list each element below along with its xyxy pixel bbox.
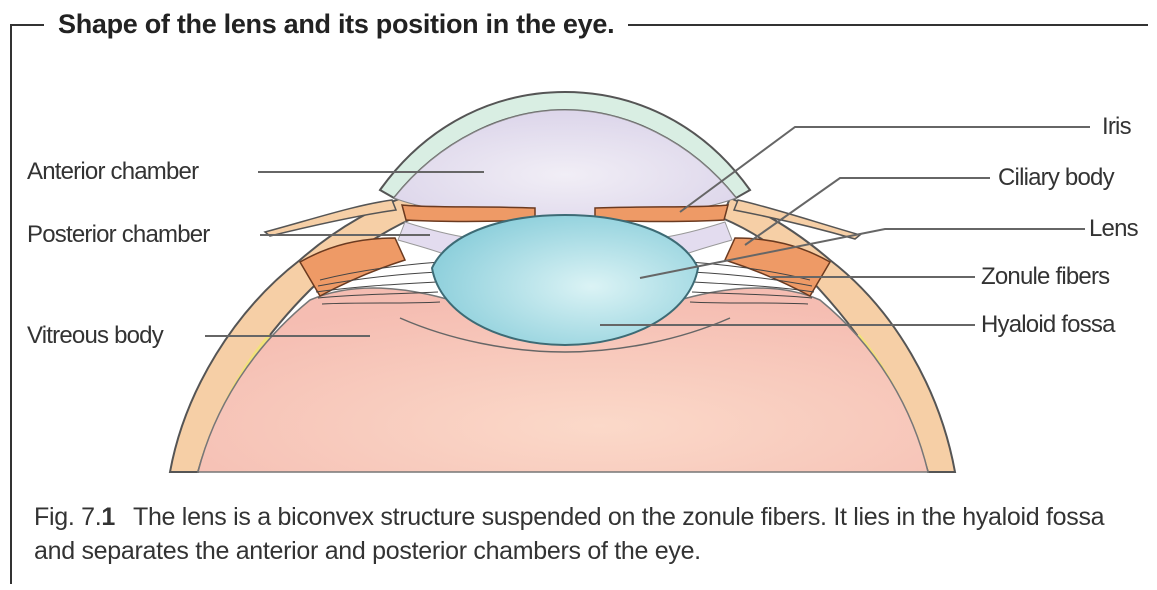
label-anterior-chamber: Anterior chamber <box>27 158 198 186</box>
label-ciliary-body: Ciliary body <box>998 164 1114 192</box>
figure-number-prefix: Fig. 7. <box>34 503 101 531</box>
label-lens: Lens <box>1089 215 1138 243</box>
label-hyaloid-fossa: Hyaloid fossa <box>981 311 1115 339</box>
figure-number-bold: 1 <box>101 503 115 531</box>
label-iris: Iris <box>1102 113 1131 141</box>
caption-text: The lens is a biconvex structure suspend… <box>34 503 1104 565</box>
label-vitreous-body: Vitreous body <box>27 322 163 350</box>
label-posterior-chamber: Posterior chamber <box>27 221 209 249</box>
figure-number: Fig. 7.1 <box>34 503 115 531</box>
label-zonule-fibers: Zonule fibers <box>981 263 1109 291</box>
